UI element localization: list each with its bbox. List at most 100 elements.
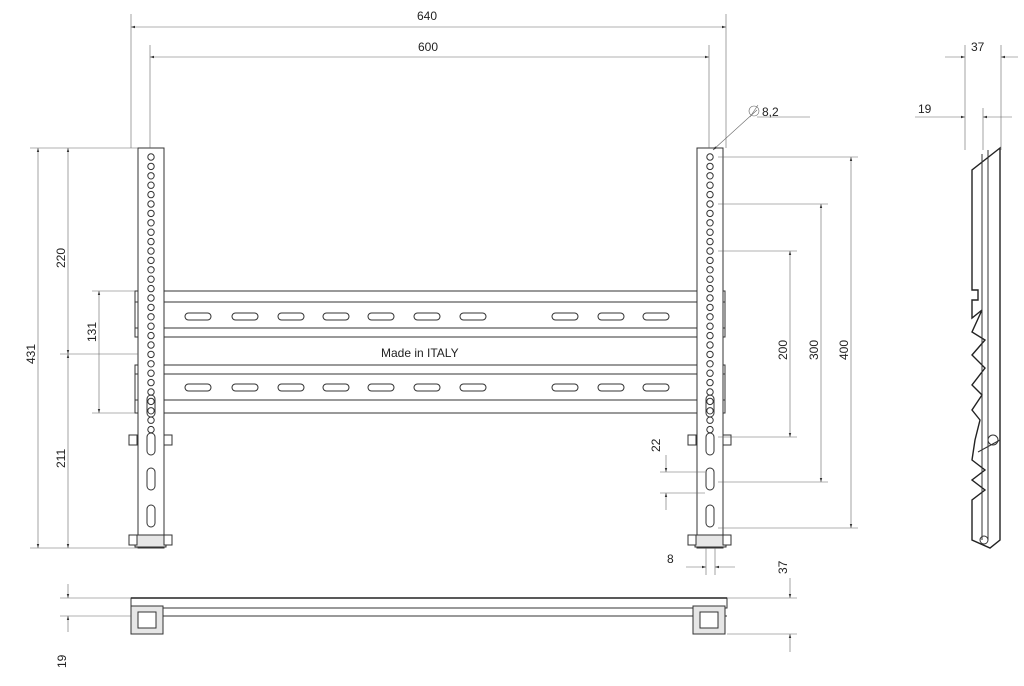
rail-slot [231, 312, 259, 321]
mounting-hole [147, 294, 155, 302]
mounting-hole [706, 313, 714, 321]
mounting-hole [147, 360, 155, 368]
svg-text:37: 37 [776, 560, 790, 574]
front-view: Made in ITALY [128, 147, 732, 549]
rail-slot [184, 312, 212, 321]
svg-text:200: 200 [776, 340, 790, 360]
svg-text:211: 211 [54, 449, 68, 468]
dim-hole-diameter: 8,2 [712, 104, 810, 151]
mounting-hole [147, 397, 155, 406]
dim-400: 400 [718, 156, 858, 529]
mounting-hole [147, 275, 155, 283]
rail-slot [642, 312, 670, 321]
mounting-hole [706, 162, 714, 171]
rail-slot [367, 383, 395, 392]
mounting-hole [706, 331, 714, 340]
svg-text:640: 640 [417, 9, 437, 23]
mounting-hole [706, 397, 714, 406]
mounting-hole [706, 275, 714, 283]
mounting-hole [706, 341, 714, 349]
mounting-hole [147, 369, 155, 377]
mounting-hole [147, 228, 155, 236]
mounting-hole [706, 219, 714, 227]
rail-slot [322, 383, 350, 392]
dim-300: 300 [718, 203, 828, 483]
arm-slot [705, 432, 715, 456]
svg-text:300: 300 [807, 340, 821, 360]
rail-slot [322, 312, 350, 321]
arm-slot [146, 432, 156, 456]
rail-slot [459, 312, 487, 321]
mounting-hole [147, 284, 155, 293]
mounting-hole [706, 209, 714, 218]
rail-slot [597, 383, 625, 392]
inscription: Made in ITALY [381, 346, 459, 360]
mounting-hole [147, 200, 155, 208]
arm-slot [705, 394, 715, 418]
side-view [970, 146, 1001, 549]
dim-side-37: 37 [945, 40, 1018, 150]
mounting-hole [147, 219, 155, 227]
rail-slot [277, 383, 305, 392]
bottom-view [130, 597, 728, 635]
svg-text:400: 400 [837, 340, 851, 360]
rail-slot [413, 383, 441, 392]
mounting-hole [147, 303, 155, 312]
mounting-hole [147, 209, 155, 218]
mounting-hole [147, 350, 155, 359]
rail-slot [551, 383, 579, 392]
rail-slot [642, 383, 670, 392]
lower-rail [134, 364, 726, 414]
dim-8: 8 [667, 548, 735, 575]
arm-slot [146, 504, 156, 528]
mounting-hole [706, 200, 714, 208]
arm-slot [146, 467, 156, 491]
mounting-hole [706, 350, 714, 359]
dim-600: 600 [149, 40, 710, 148]
svg-text:19: 19 [55, 654, 69, 668]
dim-22: 22 [649, 438, 705, 510]
mounting-hole [147, 237, 155, 246]
mounting-hole [147, 181, 155, 189]
dim-bottom-37: 37 [727, 560, 797, 652]
mounting-hole [706, 190, 714, 199]
rail-slot [459, 383, 487, 392]
mounting-hole [147, 162, 155, 171]
svg-text:220: 220 [54, 248, 68, 268]
mounting-hole [706, 322, 714, 330]
mounting-hole [706, 247, 714, 255]
mounting-hole [147, 153, 155, 161]
mounting-hole [706, 237, 714, 246]
mounting-hole [147, 266, 155, 274]
left-arm [128, 147, 173, 549]
dim-bottom-19: 19 [55, 584, 131, 668]
mounting-hole [147, 322, 155, 330]
mounting-hole [706, 181, 714, 189]
mounting-hole [147, 190, 155, 199]
svg-text:8,2: 8,2 [762, 105, 779, 119]
svg-text:600: 600 [418, 40, 438, 54]
dim-640: 640 [130, 9, 727, 148]
rail-slot [551, 312, 579, 321]
svg-text:22: 22 [649, 438, 663, 452]
svg-text:8: 8 [667, 552, 674, 566]
mounting-hole [147, 331, 155, 340]
mounting-hole [706, 256, 714, 265]
mounting-hole [706, 294, 714, 302]
dim-side-19: 19 [915, 102, 1012, 150]
svg-text:131: 131 [85, 322, 99, 342]
mounting-hole [147, 172, 155, 180]
upper-rail [134, 290, 726, 338]
mounting-hole [706, 360, 714, 368]
mounting-hole [706, 172, 714, 180]
mounting-hole [147, 313, 155, 321]
mounting-hole [706, 266, 714, 274]
mounting-hole [147, 407, 155, 415]
mounting-hole [147, 256, 155, 265]
rail-slot [413, 312, 441, 321]
mounting-hole [706, 153, 714, 161]
dim-431: 431 [24, 147, 138, 549]
mounting-hole [147, 247, 155, 255]
arm-slot [146, 394, 156, 418]
